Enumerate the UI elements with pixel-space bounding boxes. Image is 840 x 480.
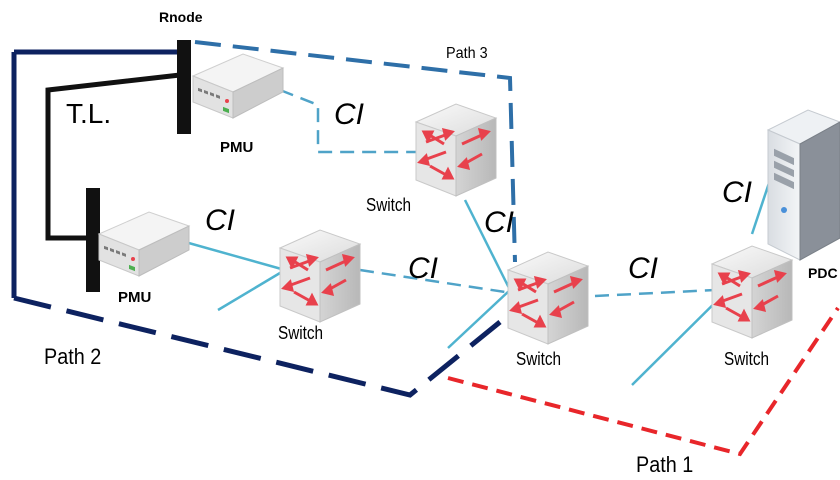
- rnode-label: Rnode: [159, 9, 203, 25]
- ci-label-switch4-pdc: CI: [722, 176, 752, 209]
- switch-4-device: [710, 244, 794, 340]
- ci-label-pmu-switch1: CI: [205, 204, 235, 237]
- switch-2-label: Switch: [366, 195, 412, 215]
- switch-3-device: [506, 250, 590, 346]
- ci-label-pmu-switch2: CI: [334, 98, 364, 131]
- pmu-left-device: [98, 211, 190, 277]
- ci-label-switch2-switch3: CI: [484, 206, 514, 239]
- path-3-line: [194, 40, 517, 263]
- pmu-top-label: PMU: [220, 139, 254, 156]
- ci-dashed-links: [279, 88, 716, 298]
- ci-label-switch3-switch4: CI: [628, 252, 658, 285]
- busbar-left: [86, 188, 100, 292]
- transmission-line-label: T.L.: [66, 98, 112, 129]
- switch-2-device: [414, 102, 498, 198]
- switch-1-label: Switch: [278, 323, 324, 343]
- rnode-busbar: [177, 40, 191, 134]
- transmission-line: [45, 72, 181, 241]
- path-2-line: [11, 49, 502, 398]
- switch-3-label: Switch: [516, 349, 562, 369]
- pdc-server: [766, 109, 840, 261]
- pdc-label: PDC: [808, 265, 838, 281]
- path-3-label: Path 3: [446, 45, 488, 62]
- switch-1-device: [278, 228, 362, 324]
- path-1-label: Path 1: [636, 452, 694, 477]
- ci-label-switch1-switch3: CI: [408, 252, 438, 285]
- switch-4-label: Switch: [724, 349, 770, 369]
- pmu-left-label: PMU: [118, 289, 152, 306]
- path-2-label: Path 2: [44, 344, 102, 369]
- comm-links: [177, 179, 772, 386]
- pmu-top-device: [192, 53, 284, 119]
- path-1-line: [447, 306, 840, 457]
